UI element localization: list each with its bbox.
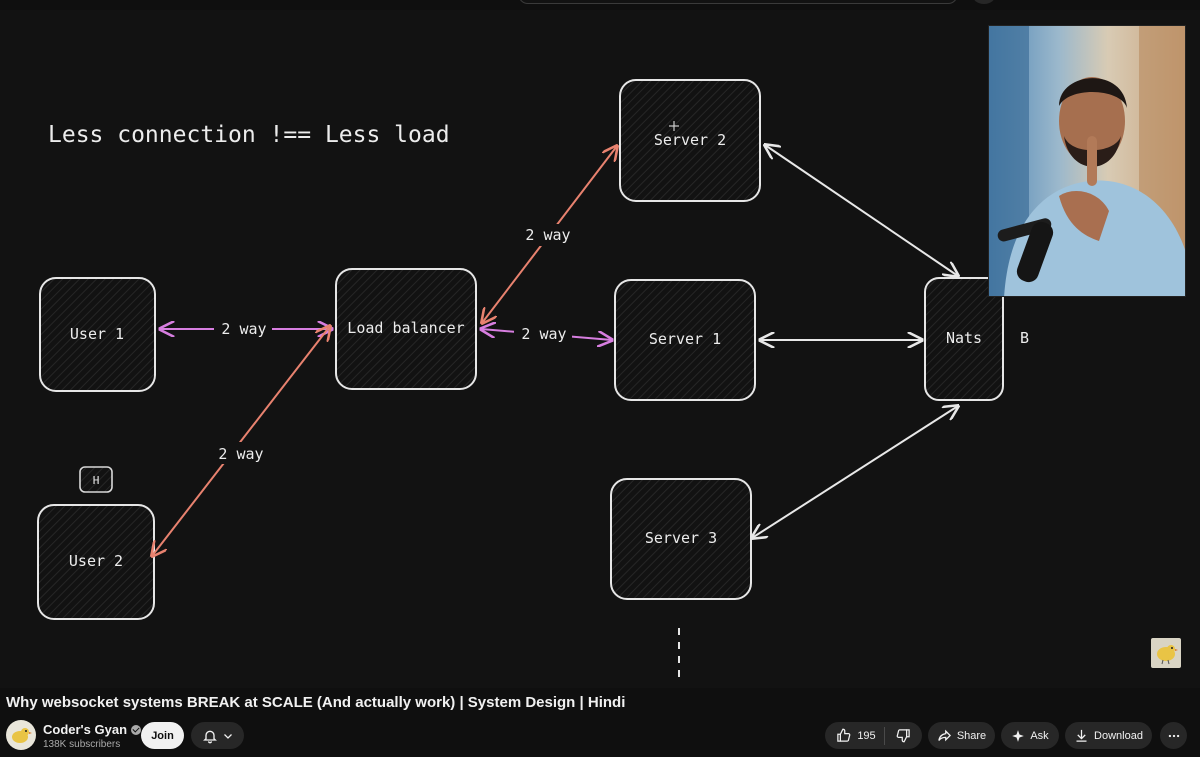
channel-name[interactable]: Coder's Gyan	[43, 722, 142, 737]
node-server-3-label: Server 3	[645, 529, 717, 547]
node-server-1: Server 1	[614, 279, 756, 401]
edge-user1-lb-label: 2 way	[221, 320, 266, 338]
download-button[interactable]: Download	[1065, 722, 1152, 749]
node-nats-label: Nats	[946, 329, 982, 347]
node-server-2: Server 2	[619, 79, 761, 202]
search-bar[interactable]	[518, 0, 958, 4]
video-title: Why websocket systems BREAK at SCALE (An…	[6, 694, 626, 711]
node-user-1: User 1	[39, 277, 156, 392]
sparkle-icon	[1012, 729, 1025, 742]
share-icon	[938, 729, 951, 742]
system-diagram: Less connection !== Less load User 1 Use…	[37, 79, 1029, 682]
download-label: Download	[1094, 729, 1143, 742]
channel-watermark-logo[interactable]	[1151, 638, 1181, 668]
node-user-2: User 2	[37, 504, 155, 620]
chevron-down-icon	[223, 733, 232, 739]
channel-name-text[interactable]: Coder's Gyan	[43, 722, 128, 737]
voice-search-button[interactable]	[972, 0, 996, 4]
node-server-2-label: Server 2	[654, 131, 726, 149]
subscriber-count: 138K subscribers	[43, 739, 121, 750]
share-button[interactable]: Share	[928, 722, 995, 749]
join-button[interactable]: Join	[141, 722, 184, 749]
like-button[interactable]: 195	[836, 726, 885, 745]
more-icon	[1168, 734, 1179, 737]
notification-bell-button[interactable]	[191, 722, 244, 749]
like-dislike-group: 195	[825, 722, 922, 749]
like-icon	[837, 728, 851, 742]
node-server-3: Server 3	[610, 478, 752, 600]
node-server-1-label: Server 1	[649, 330, 721, 348]
cursor-move-icon	[669, 121, 679, 131]
more-actions-button[interactable]	[1160, 722, 1187, 749]
node-user-1-label: User 1	[70, 325, 124, 343]
diagram-heading: Less connection !== Less load	[48, 122, 450, 148]
small-box: H	[79, 466, 113, 493]
video-player[interactable]: Less connection !== Less load User 1 Use…	[0, 10, 1200, 688]
edge-server2-nats	[765, 145, 958, 276]
dislike-icon	[896, 729, 910, 743]
dislike-button[interactable]	[890, 728, 911, 743]
edge-user2-lb	[152, 326, 330, 556]
share-label: Share	[956, 729, 987, 742]
edge-server3-nats	[752, 406, 958, 538]
edge-lb-server1-label: 2 way	[521, 325, 566, 343]
node-load-balancer-label: Load balancer	[347, 319, 464, 337]
edge-lb-server2-label: 2 way	[525, 226, 570, 244]
small-box-label: H	[93, 474, 100, 487]
ask-button[interactable]: Ask	[1001, 722, 1059, 749]
partial-label: B	[1020, 329, 1029, 347]
verified-icon	[131, 724, 142, 735]
node-user-2-label: User 2	[69, 552, 123, 570]
download-icon	[1076, 729, 1087, 742]
ask-label: Ask	[1030, 729, 1049, 742]
channel-avatar[interactable]	[6, 720, 36, 750]
edge-user2-lb-label: 2 way	[218, 445, 263, 463]
bell-icon	[202, 730, 217, 743]
like-count: 195	[857, 729, 876, 742]
presenter-webcam	[988, 25, 1186, 297]
top-bar	[0, 0, 1200, 10]
node-nats: Nats	[924, 277, 1004, 401]
node-load-balancer: Load balancer	[335, 268, 477, 390]
